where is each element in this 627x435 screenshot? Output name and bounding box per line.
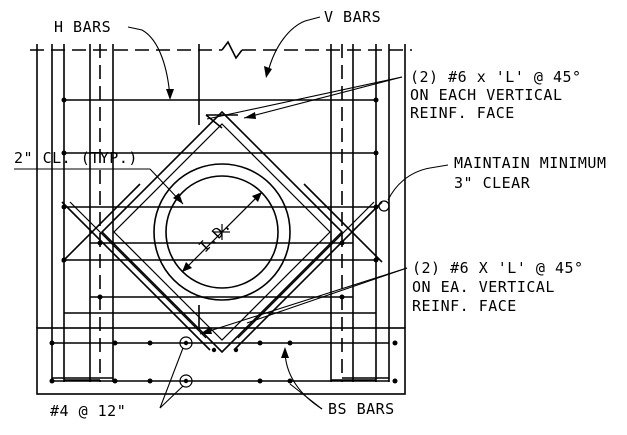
clear-cover-label: 2" CL. (TYP.) <box>14 149 138 167</box>
mid-note-line-3: REINF. FACE <box>412 297 517 315</box>
h-bars-label: H BARS <box>54 18 111 36</box>
labels: H BARS V BARS (2) #6 x 'L' @ 45° ON EACH… <box>14 8 607 420</box>
footing-bars-label: #4 @ 12" <box>50 402 126 420</box>
v-bars-label: V BARS <box>324 8 381 26</box>
vertical-bars <box>51 44 390 382</box>
wall-outline <box>30 40 412 328</box>
horizontal-bars <box>61 97 379 314</box>
top-note-line-3: REINF. FACE <box>410 104 515 122</box>
mid-note-line-1: (2) #6 X 'L' @ 45° <box>412 259 584 277</box>
maintain-note-line-2: 3" CLEAR <box>454 174 531 192</box>
top-note-line-2: ON EACH VERTICAL <box>410 86 563 104</box>
maintain-note-line-1: MAINTAIN MINIMUM <box>454 154 607 172</box>
top-note-line-1: (2) #6 x 'L' @ 45° <box>410 68 582 86</box>
bs-bars-label: BS BARS <box>328 400 395 418</box>
mid-note-line-2: ON EA. VERTICAL <box>412 278 555 296</box>
footing <box>36 327 406 395</box>
diagonal-bars <box>61 110 383 354</box>
circular-opening <box>153 163 291 301</box>
clear-cover-marker <box>378 200 390 212</box>
leader-lines <box>14 16 449 410</box>
inner-diameter-label: I.D. <box>195 216 235 256</box>
